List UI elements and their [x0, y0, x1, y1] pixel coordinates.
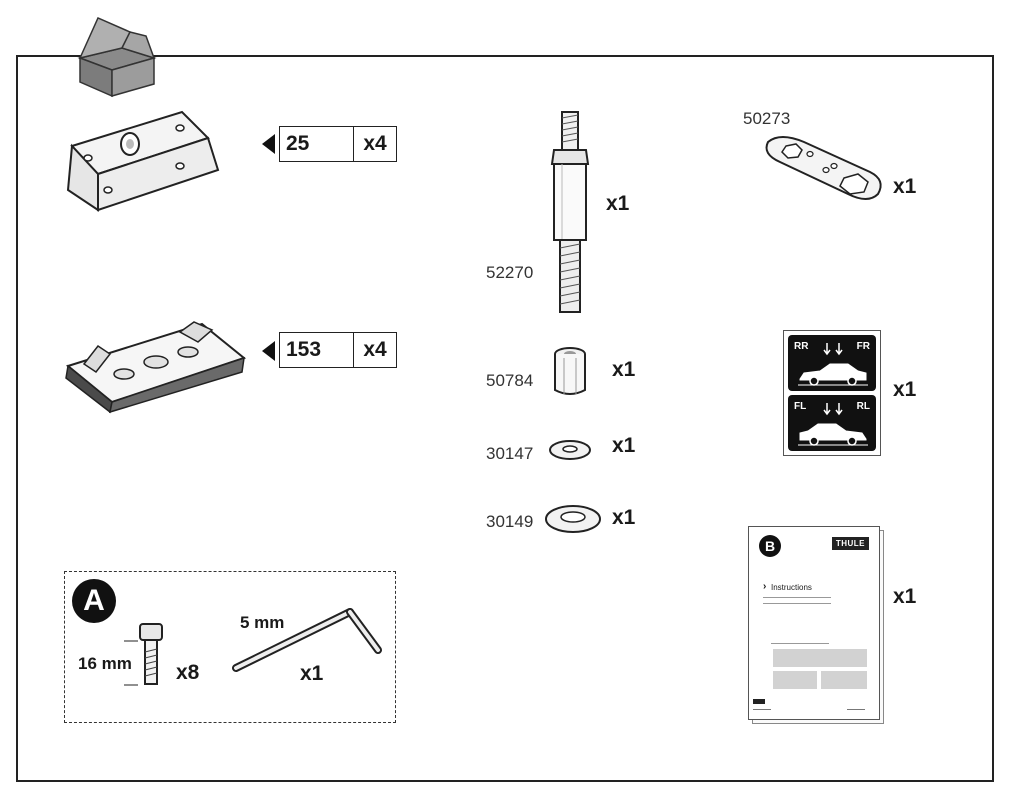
- hex-key-drawing: [232, 608, 382, 672]
- chevron-right-icon: ›: [763, 581, 767, 592]
- booklet-block: [821, 671, 867, 689]
- sticker-label-fr: FR: [856, 341, 870, 352]
- thule-logo: THULE: [831, 537, 869, 550]
- bolt-length-label: 16 mm: [78, 654, 132, 673]
- threaded-rod-code: 52270: [486, 263, 534, 282]
- part-quantity: x4: [363, 338, 387, 361]
- booklet-block: [773, 649, 867, 667]
- booklet-b-badge: B: [759, 535, 781, 557]
- hex-key-quantity: x1: [300, 662, 324, 685]
- position-sticker: RR FR FL RL: [783, 330, 881, 456]
- large-washer-quantity: x1: [612, 506, 636, 529]
- bracket-drawing: [66, 110, 220, 212]
- large-washer-code: 30149: [486, 512, 534, 531]
- small-washer-code: 30147: [486, 444, 534, 463]
- kit-a-badge: A: [72, 579, 116, 623]
- coupling-nut-code: 50784: [486, 371, 534, 390]
- threaded-rod-quantity: x1: [606, 192, 630, 215]
- sticker-label-rl: RL: [856, 401, 870, 412]
- down-arrow-icon: [823, 343, 843, 356]
- car-icon: [798, 363, 868, 386]
- small-washer-drawing: [549, 440, 591, 460]
- booklet-rule: [771, 643, 829, 644]
- booklet-page-front: B THULE › Instructions: [748, 526, 880, 720]
- part-number: 153: [280, 333, 354, 367]
- booklet-rule: [763, 603, 831, 604]
- instructions-booklet: B THULE › Instructions: [748, 526, 884, 724]
- pad-drawing: [65, 321, 247, 414]
- down-arrow-icon: [823, 403, 843, 416]
- booklet-footer-rule: [753, 709, 771, 710]
- booklet-title: Instructions: [771, 583, 812, 592]
- parts-frame: [16, 55, 994, 782]
- sticker-panel-top: RR FR: [788, 335, 876, 391]
- wrench-drawing: [765, 136, 882, 200]
- sticker-quantity: x1: [893, 378, 917, 401]
- pointer-arrow: [262, 341, 275, 361]
- sticker-panel-bottom: FL RL: [788, 395, 876, 451]
- part-tag-bracket: 25 x4: [279, 126, 397, 162]
- booklet-block: [773, 671, 817, 689]
- instructions-quantity: x1: [893, 585, 917, 608]
- part-number: 25: [280, 127, 354, 161]
- dimension-line: [124, 640, 138, 686]
- bolt-quantity: x8: [176, 661, 200, 684]
- coupling-nut-quantity: x1: [612, 358, 636, 381]
- car-icon: [798, 423, 868, 446]
- kit-a-box: [64, 571, 396, 723]
- hex-key-size-label: 5 mm: [240, 613, 285, 632]
- small-washer-quantity: x1: [612, 434, 636, 457]
- pointer-arrow: [262, 134, 275, 154]
- booklet-footer-rule: [847, 709, 865, 710]
- coupling-nut-drawing: [554, 347, 586, 395]
- part-quantity: x4: [363, 132, 387, 155]
- open-box-icon: [77, 17, 157, 98]
- sticker-label-rr: RR: [794, 341, 809, 352]
- booklet-footer-block: [753, 699, 765, 704]
- sticker-label-fl: FL: [794, 401, 807, 412]
- bolt-drawing: [139, 623, 163, 685]
- large-washer-drawing: [545, 505, 601, 533]
- wrench-quantity: x1: [893, 175, 917, 198]
- threaded-rod-drawing: [550, 111, 590, 313]
- booklet-rule: [763, 597, 831, 598]
- part-tag-pad: 153 x4: [279, 332, 397, 368]
- wrench-code: 50273: [743, 109, 791, 128]
